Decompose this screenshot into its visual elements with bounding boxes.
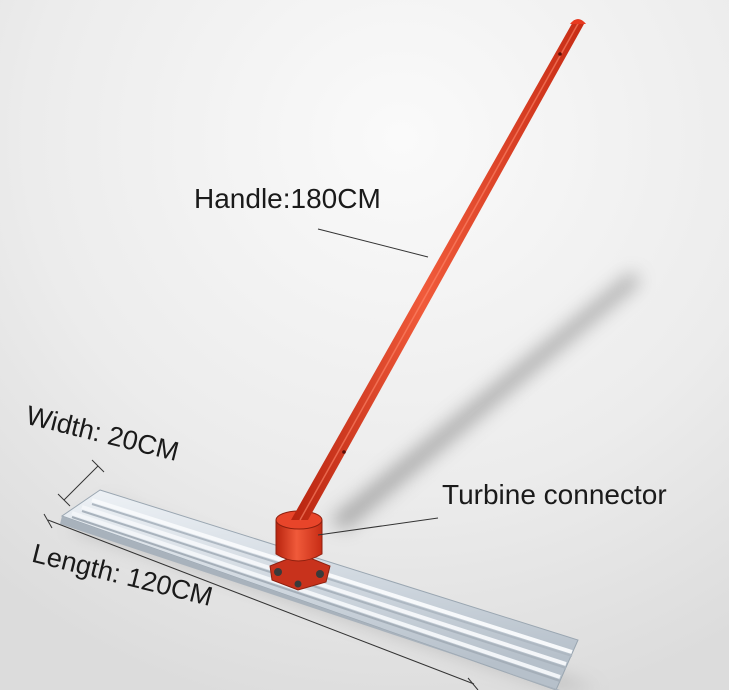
length-dimension-line [47, 519, 475, 685]
handle-length-label: Handle:180CM [194, 183, 381, 214]
handle-shadow [330, 272, 640, 530]
handle-rod [291, 19, 586, 521]
turbine-leader-line [317, 517, 439, 536]
turbine-connector-label: Turbine connector [442, 479, 667, 510]
float-plate [60, 489, 579, 690]
bolt-icon [274, 568, 282, 576]
bolt-icon [316, 570, 324, 578]
width-dimension-line [63, 465, 99, 501]
bolt-icon [294, 580, 302, 588]
turbine-connector [269, 510, 331, 591]
handle-leader-line [317, 228, 429, 258]
